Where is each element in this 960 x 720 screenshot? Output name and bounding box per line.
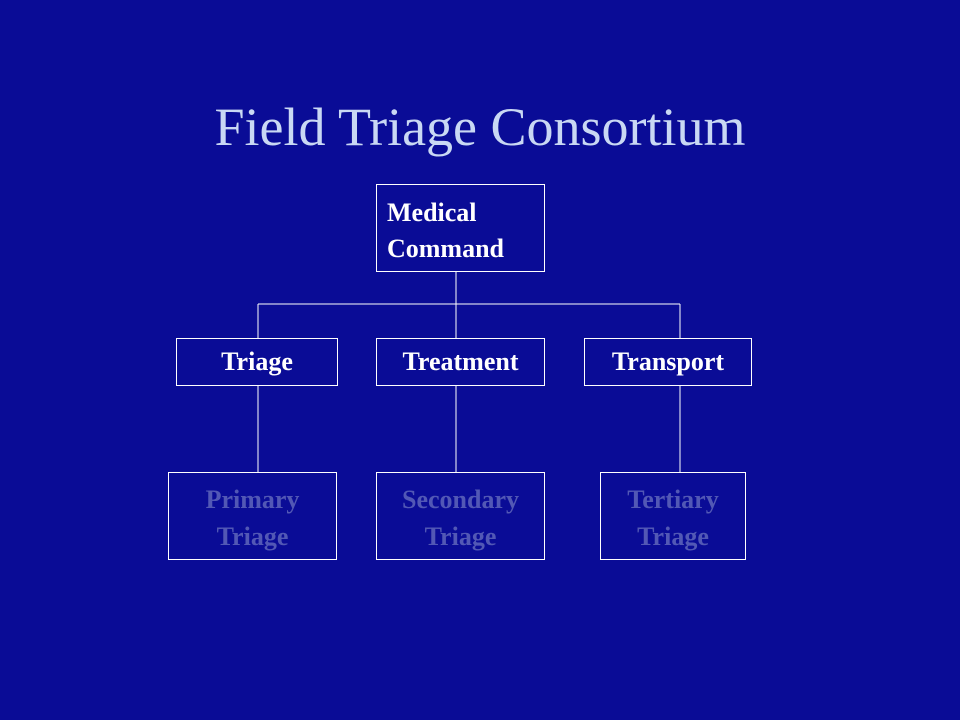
medical-command-line2: Command — [387, 234, 505, 263]
medical-command-line1: Medical — [387, 198, 477, 227]
triage-box: Triage — [176, 338, 338, 386]
transport-box: Transport — [584, 338, 752, 386]
triage-label: Triage — [221, 347, 293, 376]
transport-label: Transport — [611, 347, 725, 376]
treatment-box: Treatment — [376, 338, 545, 386]
secondary-triage-box: Secondary Triage — [376, 472, 545, 560]
slide-title: Field Triage Consortium — [214, 97, 746, 157]
medical-command-box: Medical Command — [376, 184, 545, 272]
treatment-label: Treatment — [402, 347, 519, 376]
primary-triage-box: Primary Triage — [168, 472, 337, 560]
primary-triage-line2: Triage — [216, 522, 289, 551]
secondary-triage-line2: Triage — [424, 522, 497, 551]
secondary-triage-line1: Secondary — [402, 485, 519, 514]
tertiary-triage-box: Tertiary Triage — [600, 472, 746, 560]
tertiary-triage-line2: Triage — [637, 522, 709, 551]
primary-triage-line1: Primary — [205, 485, 300, 514]
tertiary-triage-line1: Tertiary — [627, 485, 719, 514]
